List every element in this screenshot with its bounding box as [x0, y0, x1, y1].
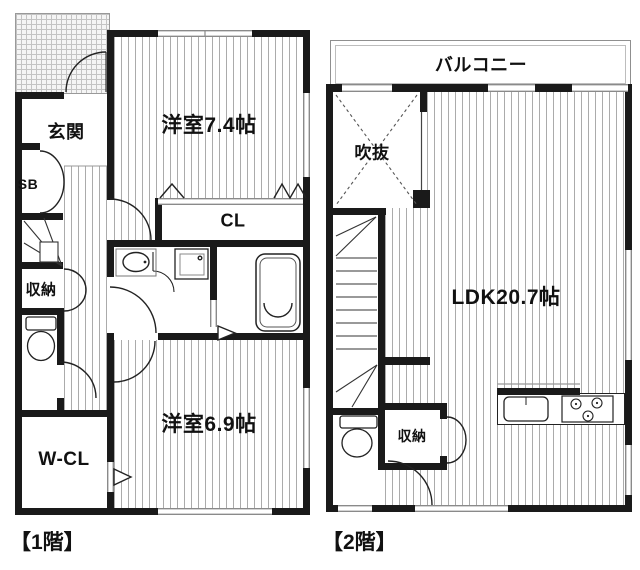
shoebox-doors-arc[interactable] — [39, 150, 65, 214]
wall — [440, 456, 447, 470]
room-cl — [162, 205, 303, 240]
label-balcony: バルコニー — [434, 55, 528, 75]
toilet-icon-2f — [339, 415, 378, 458]
storage-1f-doors-arc[interactable] — [63, 268, 87, 312]
sliding-door-wcl[interactable] — [107, 462, 114, 492]
label-storage-2f: 収納 — [397, 428, 427, 444]
void-cross-mark — [335, 94, 418, 206]
toilet-icon-1f — [25, 316, 57, 362]
window — [342, 84, 392, 92]
bathtub-icon — [255, 253, 301, 332]
wall — [440, 403, 447, 419]
window — [303, 388, 310, 468]
label-shoebox: SB — [17, 176, 39, 192]
wall — [107, 333, 114, 462]
room-toilet-2f — [333, 415, 378, 505]
wall — [15, 308, 63, 315]
label-storage-1f: 収納 — [25, 281, 57, 299]
wall — [57, 398, 64, 412]
wall — [378, 403, 447, 410]
washing-machine-icon — [174, 248, 209, 280]
wall — [158, 333, 310, 340]
washroom-door-arc[interactable] — [109, 286, 157, 334]
wall — [107, 492, 114, 508]
wall — [420, 92, 427, 112]
label-void: 吹抜 — [354, 143, 390, 163]
sink-icon — [115, 248, 157, 277]
stove-icon — [561, 395, 614, 423]
wall — [326, 408, 378, 415]
room69-door-arc[interactable] — [113, 340, 156, 383]
wall — [15, 92, 22, 515]
room-storage-2f — [385, 410, 440, 463]
wall — [15, 262, 63, 269]
wall — [155, 198, 162, 247]
wall — [15, 410, 107, 417]
floor1-label: 【1階】 — [10, 531, 85, 554]
closet-folding-door-mark — [159, 182, 185, 199]
wall — [107, 30, 114, 200]
label-ldk: LDK20.7帖 — [451, 286, 561, 309]
sliding-door-bathroom[interactable] — [210, 300, 217, 327]
wall — [210, 247, 217, 300]
label-room69: 洋室6.9帖 — [161, 413, 257, 436]
stairs-1f[interactable] — [23, 217, 63, 267]
room-storage-1f — [22, 269, 64, 308]
wall — [413, 190, 430, 208]
window — [338, 505, 372, 512]
room-wcl — [22, 417, 107, 508]
wall — [326, 208, 386, 215]
label-wcl: W-CL — [38, 449, 90, 470]
wall — [326, 84, 333, 512]
wall — [15, 92, 64, 99]
closet-opening — [158, 198, 303, 205]
balcony-inner-line — [335, 45, 626, 84]
window — [303, 93, 310, 177]
window — [488, 84, 535, 92]
window — [625, 250, 632, 360]
label-cl: CL — [220, 210, 246, 231]
storage-2f-doors-arc[interactable] — [446, 416, 467, 464]
toilet-door-arc-1f[interactable] — [59, 361, 97, 399]
wall — [378, 215, 385, 463]
stairs-2f[interactable] — [335, 216, 378, 408]
wall — [15, 213, 63, 220]
room-toilet-1f — [22, 315, 57, 410]
room-balcony — [330, 40, 631, 89]
wall — [326, 84, 632, 92]
wall — [107, 240, 310, 247]
window — [625, 445, 632, 495]
floor2-label: 【2階】 — [322, 531, 397, 554]
wall — [303, 30, 310, 515]
label-genkan: 玄関 — [47, 122, 85, 142]
floor2-ldk-flooring — [427, 92, 625, 505]
label-room74: 洋室7.4帖 — [161, 114, 257, 137]
wall — [107, 243, 114, 277]
closet-folding-door-mark — [273, 182, 307, 200]
room74-door-arc[interactable] — [109, 198, 152, 241]
entrance-door-arc[interactable] — [65, 51, 107, 93]
wall — [57, 308, 64, 365]
wcl-slider-arrow — [113, 467, 133, 487]
room-washroom — [114, 247, 210, 333]
window — [158, 508, 272, 515]
wall — [378, 463, 447, 470]
wall — [385, 357, 430, 365]
window — [572, 84, 628, 92]
kitchen-sink-icon — [503, 396, 549, 422]
toilet-door-arc-2f[interactable] — [387, 460, 433, 506]
bathroom-slider-arrow — [217, 324, 237, 342]
wall — [497, 388, 580, 395]
window — [415, 505, 508, 512]
wall — [15, 143, 40, 150]
